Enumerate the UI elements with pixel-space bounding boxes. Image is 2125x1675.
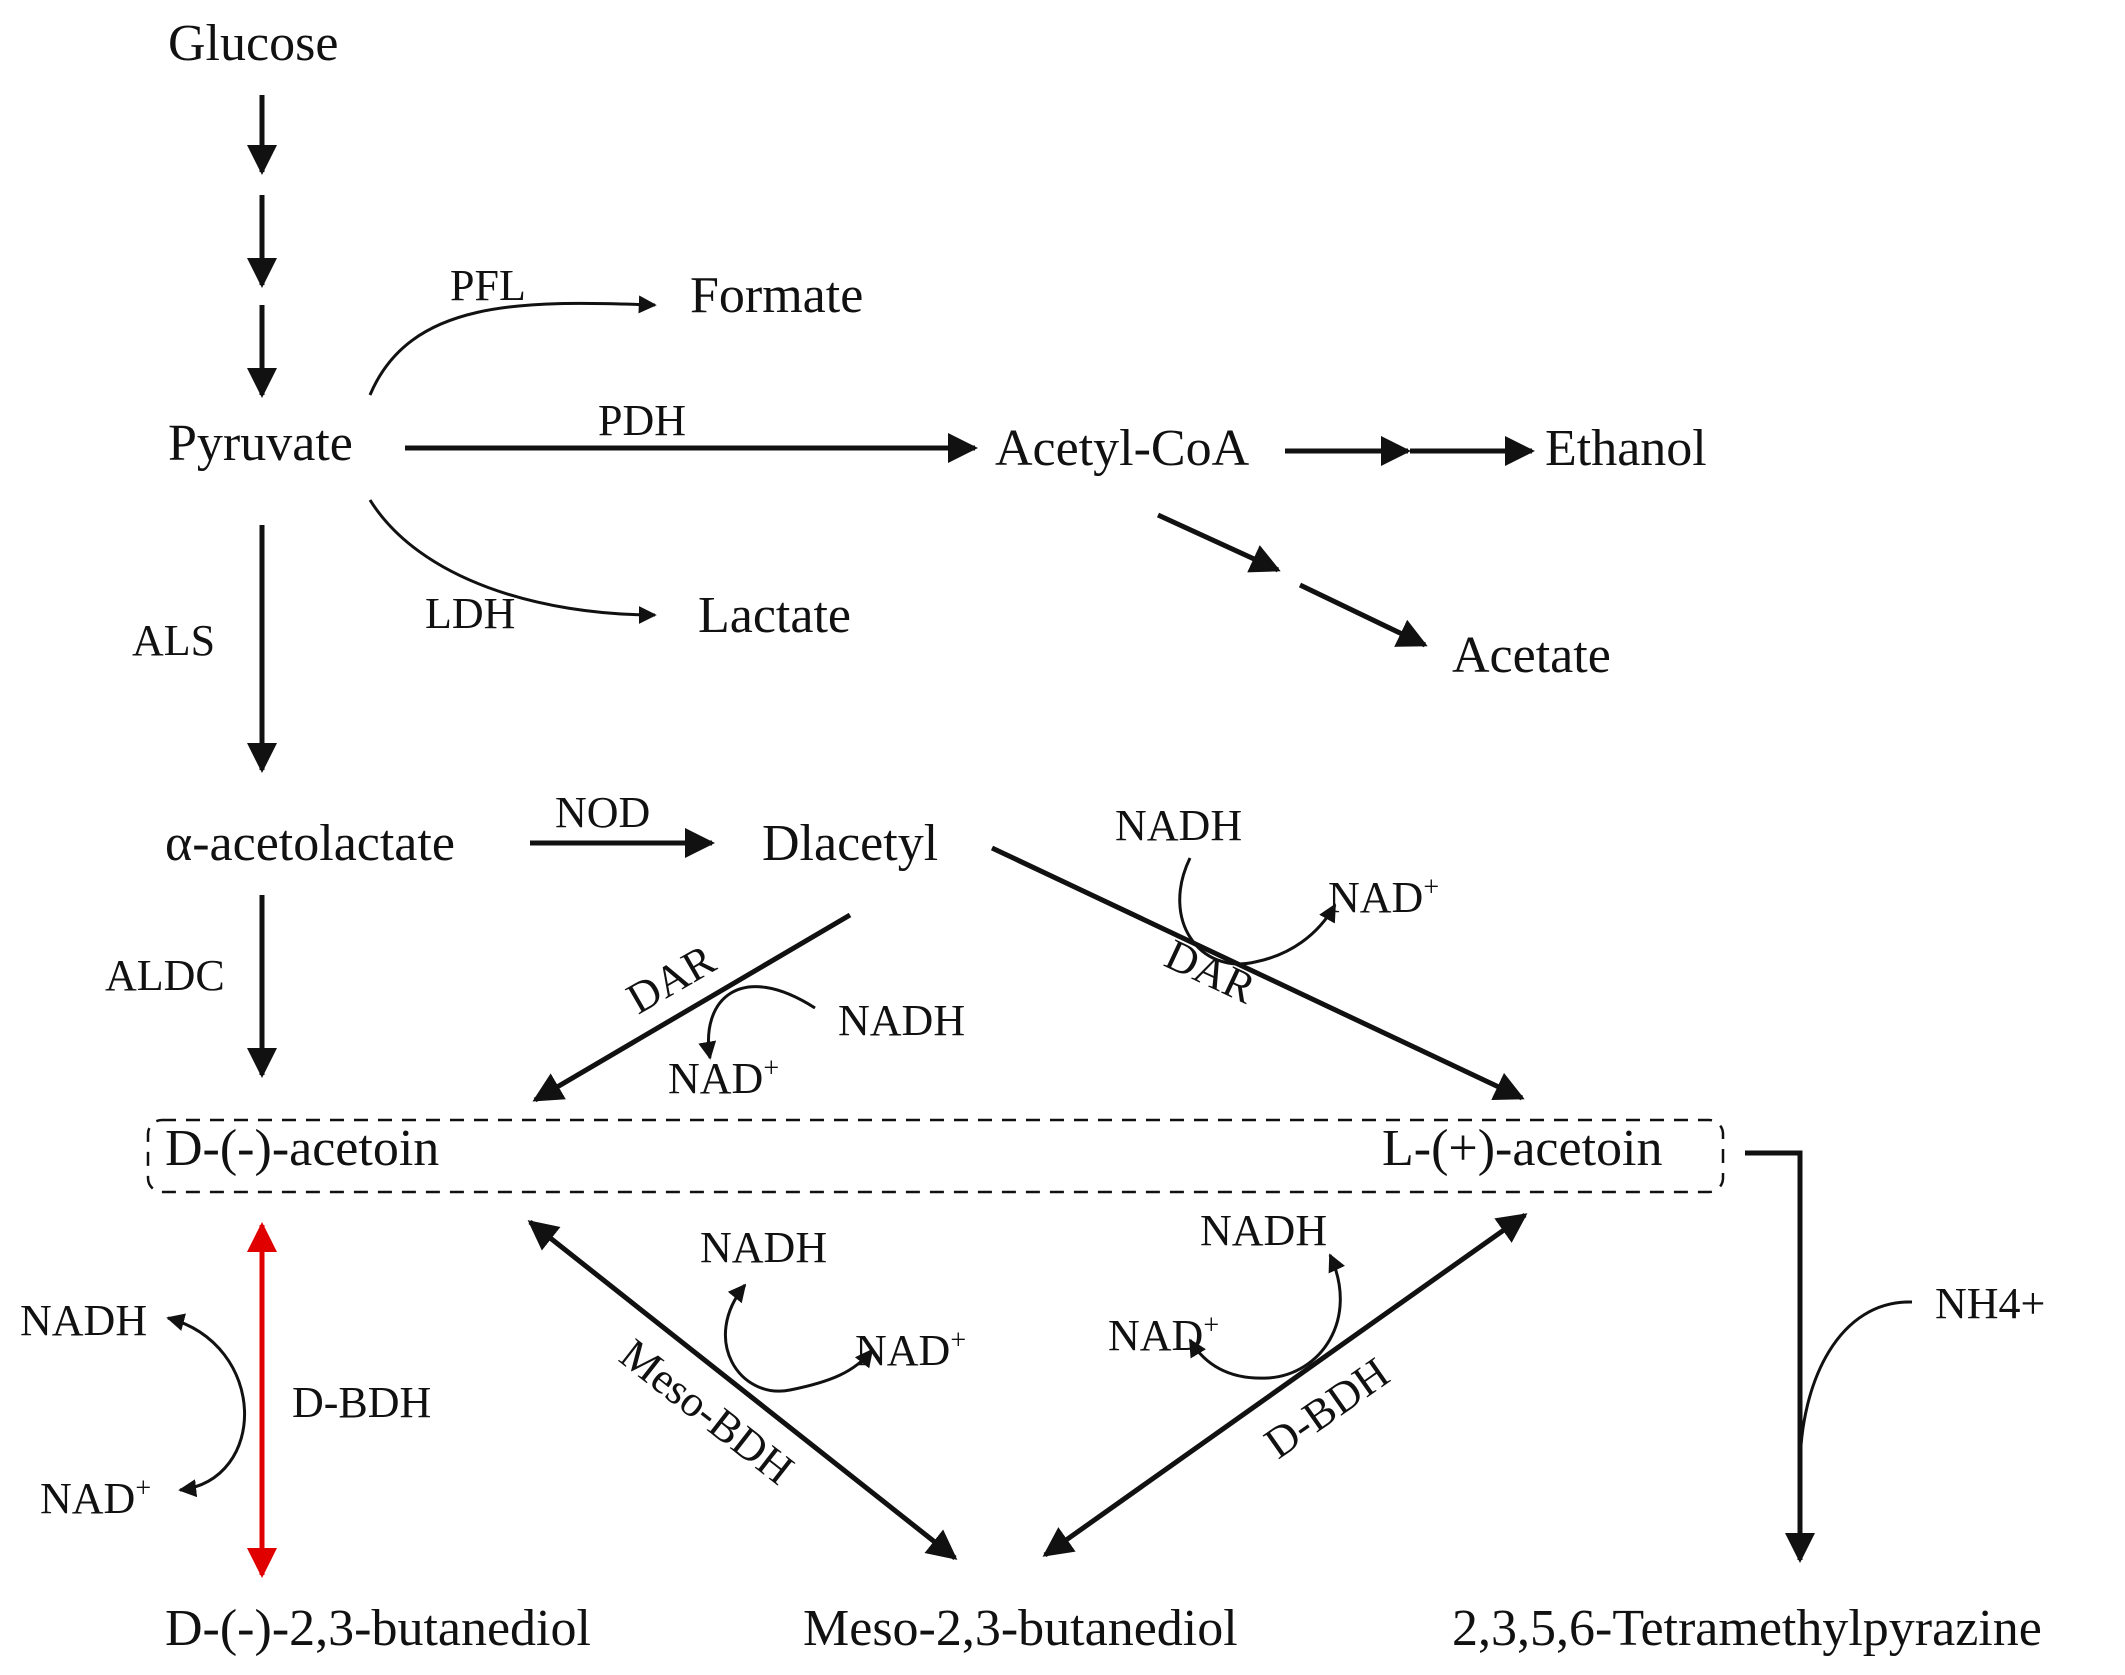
node-d-acetoin: D-(-)-acetoin bbox=[165, 1120, 439, 1177]
cofactor-nh4: NH4+ bbox=[1935, 1279, 2045, 1328]
enzyme-pfl: PFL bbox=[450, 261, 526, 310]
enzyme-pdh: PDH bbox=[598, 396, 686, 445]
node-formate: Formate bbox=[690, 267, 863, 324]
node-meso-butanediol: Meso-2,3-butanediol bbox=[803, 1600, 1238, 1657]
cofactor-curve-dar-right bbox=[1178, 857, 1337, 966]
enzyme-dar-right: DAR bbox=[1158, 930, 1263, 1014]
node-acetate: Acetate bbox=[1452, 627, 1611, 684]
arrow-pyruvate-formate bbox=[368, 295, 657, 396]
cofactor-curve-dbdh-right bbox=[1188, 1253, 1345, 1380]
enzyme-d-bdh-left: D-BDH bbox=[292, 1378, 431, 1427]
enzyme-nod: NOD bbox=[555, 788, 650, 837]
arrow-diacetyl-lacetoin bbox=[990, 845, 1525, 1101]
cofactor-dar-right-nadh: NADH bbox=[1115, 801, 1242, 850]
node-diacetyl: Dlacetyl bbox=[762, 815, 938, 872]
cofactor-meso-nadh: NADH bbox=[700, 1223, 827, 1272]
cofactor-curve-meso bbox=[723, 1283, 874, 1393]
cofactor-dbdh-left-nad: NAD+ bbox=[40, 1473, 151, 1523]
arrow-diacetyl-dacetoin bbox=[532, 912, 852, 1103]
node-d-butanediol: D-(-)-2,3-butanediol bbox=[165, 1600, 591, 1657]
enzyme-als: ALS bbox=[132, 616, 215, 665]
acetoin-dashed-box bbox=[146, 1118, 1725, 1194]
enzyme-ldh: LDH bbox=[425, 589, 515, 638]
cofactor-dar-left-nad: NAD+ bbox=[668, 1053, 779, 1103]
node-l-acetoin: L-(+)-acetoin bbox=[1382, 1120, 1663, 1177]
cofactor-dbdh-left-nadh: NADH bbox=[20, 1296, 147, 1345]
cofactor-meso-nad: NAD+ bbox=[855, 1325, 966, 1375]
cofactor-curve-dar-left bbox=[698, 985, 816, 1060]
arrow-meso-lacetoin bbox=[1042, 1212, 1528, 1558]
enzyme-aldc: ALDC bbox=[105, 951, 225, 1000]
arrow-meso-dacetoin bbox=[527, 1220, 958, 1560]
enzyme-d-bdh-right: D-BDH bbox=[1256, 1348, 1398, 1468]
nh4-feed-curve bbox=[1798, 1300, 1913, 1471]
node-lactate: Lactate bbox=[698, 587, 851, 644]
arrow-pyruvate-lactate bbox=[368, 499, 657, 624]
node-tetramethylpyrazine: 2,3,5,6-Tetramethylpyrazine bbox=[1452, 1600, 2042, 1657]
node-pyruvate: Pyruvate bbox=[168, 415, 353, 472]
cofactor-dbdh-right-nad: NAD+ bbox=[1108, 1310, 1219, 1360]
arrow-lacetoin-tmp bbox=[1745, 1150, 1815, 1563]
node-glucose: Glucose bbox=[168, 15, 338, 72]
node-acetolactate: α-acetolactate bbox=[165, 815, 455, 872]
cofactor-curve-dbdh-left bbox=[166, 1313, 247, 1498]
cofactor-dbdh-right-nadh: NADH bbox=[1200, 1206, 1327, 1255]
arrow-acetylcoa-acetate-step2 bbox=[1298, 582, 1428, 648]
arrow-acetylcoa-acetate-step1 bbox=[1156, 512, 1281, 573]
node-acetyl-coa: Acetyl-CoA bbox=[995, 420, 1250, 477]
cofactor-dar-right-nad: NAD+ bbox=[1328, 872, 1439, 922]
cofactor-dar-left-nadh: NADH bbox=[838, 996, 965, 1045]
node-ethanol: Ethanol bbox=[1545, 420, 1707, 477]
enzyme-dar-left: DAR bbox=[619, 934, 725, 1023]
